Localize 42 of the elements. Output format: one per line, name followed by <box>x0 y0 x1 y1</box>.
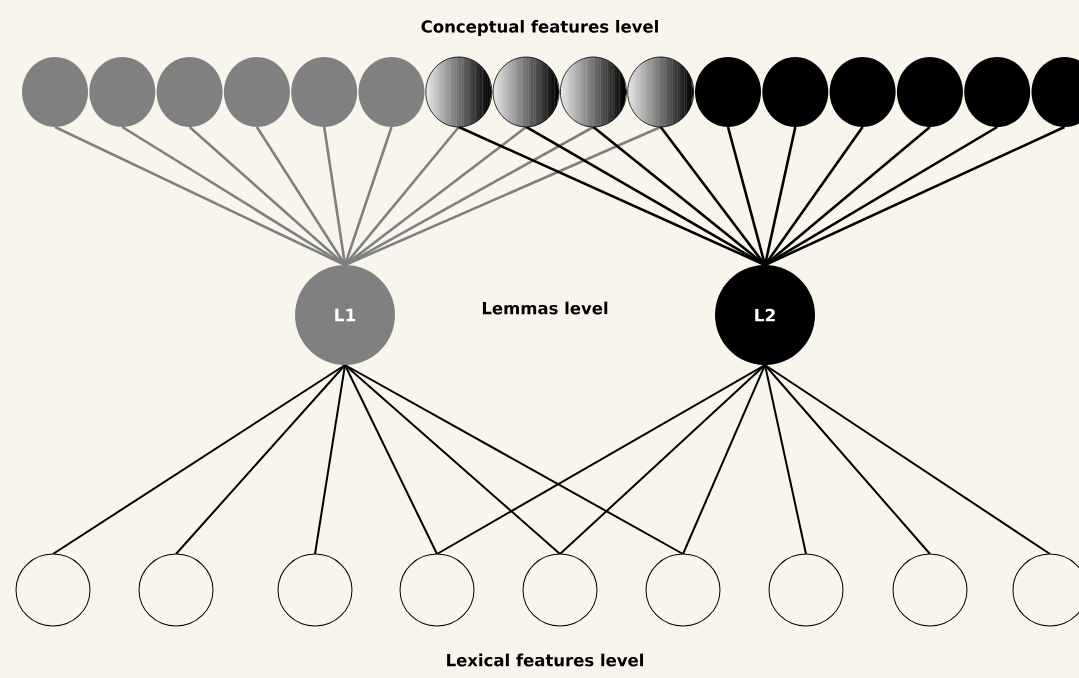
level-label: Conceptual features level <box>421 20 658 36</box>
feature-circle <box>829 57 896 127</box>
feature-circle <box>277 553 353 627</box>
connector-line <box>764 364 807 555</box>
feature-circle <box>522 553 598 627</box>
feature-circle <box>425 56 493 128</box>
feature-circle <box>964 57 1031 127</box>
feature-circle <box>358 57 425 127</box>
connector-line <box>314 364 346 555</box>
feature-circle <box>138 553 214 627</box>
connector-line <box>436 364 766 555</box>
feature-circle <box>399 553 475 627</box>
feature-circle <box>645 553 721 627</box>
connector-line <box>344 364 684 555</box>
connector-line <box>726 126 767 266</box>
feature-circle <box>762 57 829 127</box>
connector-line <box>763 126 797 266</box>
feature-circle <box>560 56 627 128</box>
connector-line <box>52 364 346 555</box>
feature-circle <box>291 57 358 127</box>
level-label: Lemmas level <box>482 301 608 315</box>
connector-line <box>344 364 561 555</box>
feature-circle <box>22 57 88 127</box>
feature-circle <box>892 553 968 627</box>
connector-line <box>344 364 438 555</box>
connector-line <box>175 364 346 555</box>
feature-circle <box>896 57 963 127</box>
feature-circle <box>627 56 695 128</box>
feature-circle <box>768 553 844 627</box>
connector-line <box>764 364 931 555</box>
connector-line <box>764 125 1066 267</box>
connector-line <box>764 364 1051 555</box>
feature-circle <box>15 553 91 627</box>
feature-circle <box>695 57 761 127</box>
feature-circle <box>156 57 223 127</box>
feature-circle <box>492 56 560 128</box>
connector-line <box>559 364 766 555</box>
feature-circle <box>89 57 156 127</box>
connector-line <box>682 364 766 555</box>
feature-circle <box>223 57 290 127</box>
level-label: Lexical features level <box>447 653 643 667</box>
feature-circle <box>1012 553 1079 627</box>
